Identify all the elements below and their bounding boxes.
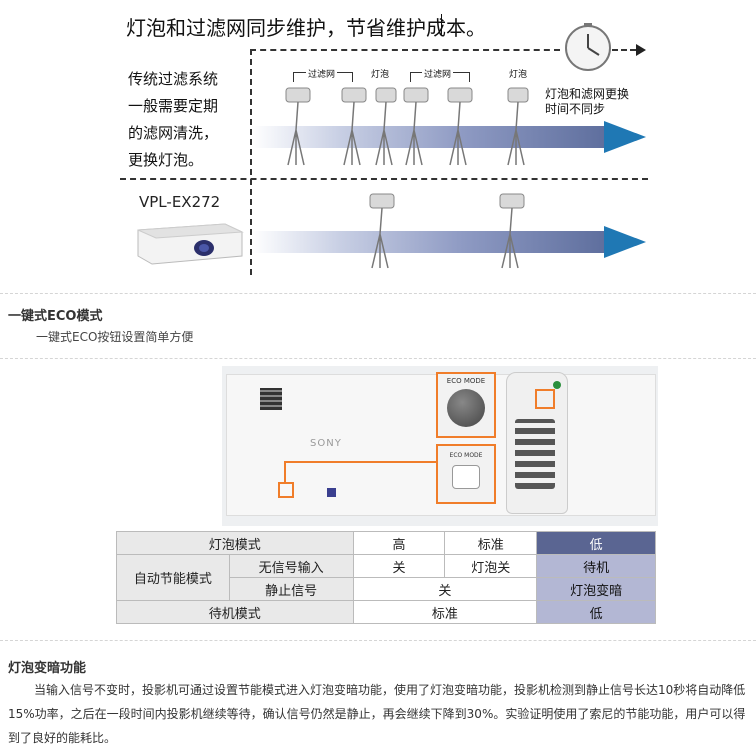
eco-photo: SONY ECO MODE ECO MODE <box>222 366 658 526</box>
table-cell: 待机模式 <box>116 600 354 624</box>
projector-vent <box>260 388 282 410</box>
eco-section-title: 一键式ECO模式 <box>8 309 103 324</box>
table-row: 自动节能模式 无信号输入 关 灯泡关 待机 <box>116 554 656 601</box>
table-cell: 关 <box>352 554 446 578</box>
section-separator <box>0 358 756 359</box>
remote-buttons <box>515 419 555 489</box>
ex272-timeline-band <box>252 231 604 253</box>
table-cell: 待机 <box>536 554 656 578</box>
table-cell: 高 <box>352 531 446 555</box>
orange-callout-line <box>284 461 440 483</box>
eco-small-button <box>452 465 480 489</box>
section-separator <box>0 640 756 641</box>
diagram-heading: 灯泡和过滤网同步维护，节省维护成本。 <box>126 16 486 40</box>
traditional-timeline-arrow <box>604 121 646 153</box>
dimming-section-title: 灯泡变暗功能 <box>8 661 87 676</box>
table-cell: 低 <box>536 531 656 555</box>
eco-mode-panel: ECO MODE <box>436 372 496 438</box>
table-cell: 标准 <box>444 531 538 555</box>
eco-mode-label: ECO MODE <box>446 377 486 385</box>
table-row: 待机模式 标准 低 <box>116 600 656 624</box>
maintenance-figures-ex272 <box>369 193 525 269</box>
traditional-description: 传统过滤系统 一般需要定期 的滤网清洗， 更换灯泡。 <box>128 66 218 174</box>
lamp-label-2: 灯泡 <box>509 70 528 80</box>
table-cell: 灯泡模式 <box>116 531 354 555</box>
table-cell: 静止信号 <box>228 577 354 601</box>
timeline-dashed-top <box>250 49 560 51</box>
table-cell: 低 <box>536 600 656 624</box>
timeline-dashed-mid <box>120 178 648 180</box>
projector-image <box>137 223 244 265</box>
traditional-line: 一般需要定期 <box>128 97 219 115</box>
table-row: 灯泡模式 高 标准 低 <box>116 531 656 555</box>
async-note: 灯泡和滤网更换 时间不同步 <box>545 87 629 117</box>
remote-power-button <box>553 381 561 389</box>
ex272-timeline-arrow <box>604 226 646 258</box>
remote-highlight <box>535 389 555 409</box>
timeline-dashed-arrowhead <box>636 44 646 56</box>
timeline-dashed-top-right <box>612 49 636 51</box>
projector-button <box>327 488 336 497</box>
table-cell: 标准 <box>352 600 538 624</box>
section-separator <box>0 293 756 294</box>
table-cell: 无信号输入 <box>228 554 354 578</box>
eco-section-desc: 一键式ECO按钮设置简单方便 <box>36 330 194 344</box>
timeline-dashed-left <box>250 49 252 275</box>
power-modes-table: 灯泡模式 高 标准 低 自动节能模式 无信号输入 关 灯泡关 待机 静止信号 关… <box>116 531 656 624</box>
table-cell: 关 <box>352 577 538 601</box>
maintenance-figures-traditional <box>285 87 529 166</box>
lamp-label-1: 灯泡 <box>371 70 390 80</box>
filter-label-1: 过滤网 <box>306 67 338 80</box>
projector-eco-button-highlight <box>278 482 294 498</box>
text-cursor <box>441 14 442 36</box>
clock-icon <box>565 23 611 71</box>
async-note-line: 时间不同步 <box>545 102 606 116</box>
table-cell: 灯泡关 <box>444 554 538 578</box>
async-note-line: 灯泡和滤网更换 <box>545 87 630 101</box>
eco-small-label: ECO MODE <box>449 452 483 459</box>
eco-small-panel: ECO MODE <box>436 444 496 504</box>
table-cell: 灯泡变暗 <box>536 577 656 601</box>
table-row: 静止信号 关 灯泡变暗 <box>117 577 656 601</box>
traditional-line: 更换灯泡。 <box>128 151 204 169</box>
projector-brand: SONY <box>310 438 342 449</box>
traditional-line: 的滤网清洗， <box>128 124 219 142</box>
dimming-paragraph: 当输入信号不变时，投影机可通过设置节能模式进入灯泡变暗功能，使用了灯泡变暗功能，… <box>8 683 746 745</box>
eco-mode-knob <box>447 389 485 427</box>
filter-label-2: 过滤网 <box>422 67 454 80</box>
table-cell: 自动节能模式 <box>116 554 230 601</box>
traditional-line: 传统过滤系统 <box>128 70 219 88</box>
remote-control <box>506 372 568 514</box>
model-name: VPL-EX272 <box>139 193 221 211</box>
